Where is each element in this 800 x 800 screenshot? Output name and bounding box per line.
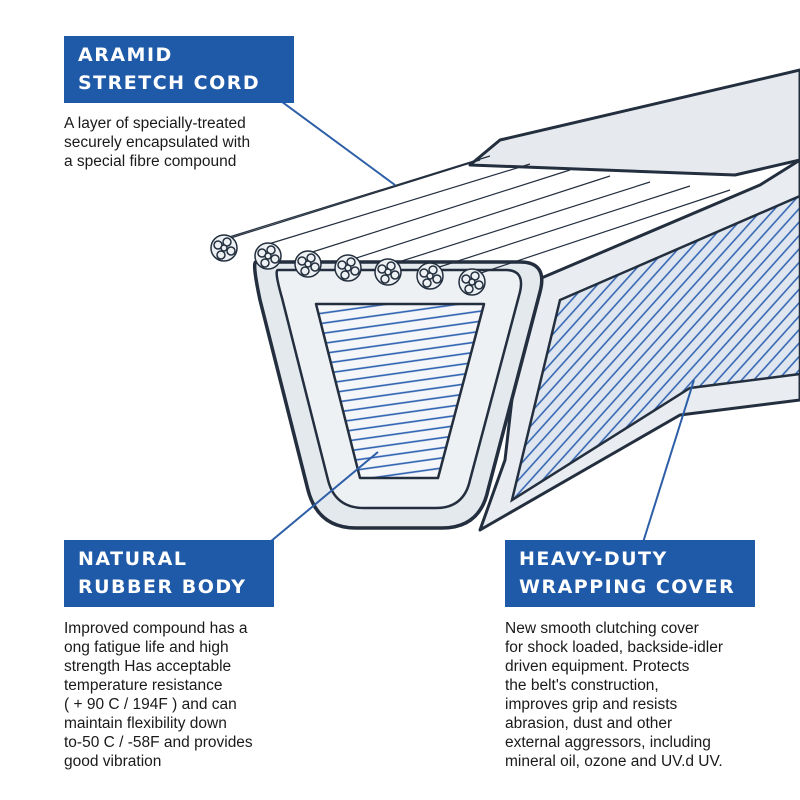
cord-strands-top: [217, 155, 731, 277]
rubber-text-line: ong fatigue life and high: [64, 639, 229, 656]
aramid-text-line: securely encapsulated with: [64, 134, 251, 151]
heavy-duty-wrapping-cover-description: New smooth clutching cover for shock loa…: [505, 619, 723, 771]
aramid-title-line-2: STRETCH CORD: [78, 72, 261, 94]
cord-end-7: [458, 268, 486, 296]
cover-text-line: improves grip and resists: [505, 696, 678, 713]
cover-text-line: the belt's construction,: [505, 677, 659, 694]
rubber-text-line: strength Has acceptable: [64, 658, 232, 675]
rubber-text-line: Improved compound has a: [64, 620, 248, 637]
natural-rubber-body-description: Improved compound has a ong fatigue life…: [64, 619, 253, 771]
cord-end-2: [254, 242, 282, 270]
aramid-stretch-cord-badge: ARAMID STRETCH CORD: [64, 36, 294, 103]
rubber-text-line: ( + 90 C / 194F ) and can: [64, 696, 237, 713]
leader-line-body: [257, 451, 379, 553]
rubber-text-line: to-50 C / -58F and provides: [64, 734, 253, 751]
rubber-title-line-2: RUBBER BODY: [78, 576, 247, 598]
natural-rubber-body-badge: NATURAL RUBBER BODY: [64, 540, 274, 607]
aramid-stretch-cord-description: A layer of specially-treated securely en…: [64, 114, 250, 171]
cover-text-line: mineral oil, ozone and UV.d UV.: [505, 753, 723, 770]
rubber-body-hatch: [314, 302, 486, 480]
heavy-duty-wrapping-cover-badge: HEAVY-DUTY WRAPPING COVER: [505, 540, 755, 607]
cover-text-line: for shock loaded, backside-idler: [505, 639, 723, 656]
cord-end-1: [210, 234, 238, 262]
cord-end-6: [416, 262, 444, 290]
aramid-text-line: a special fibre compound: [64, 153, 237, 170]
cover-title-line-2: WRAPPING COVER: [519, 576, 736, 598]
cover-text-line: New smooth clutching cover: [505, 620, 699, 637]
cover-text-line: abrasion, dust and other: [505, 715, 673, 732]
cover-title-line-1: HEAVY-DUTY: [519, 548, 668, 570]
cord-end-4: [334, 254, 362, 282]
aramid-title-line-1: ARAMID: [78, 44, 173, 66]
aramid-cords: [210, 155, 731, 296]
rubber-title-line-1: NATURAL: [78, 548, 188, 570]
cover-text-line: driven equipment. Protects: [505, 658, 690, 675]
rubber-text-line: maintain flexibility down: [64, 715, 227, 732]
wrapping-cover-hatch: [510, 194, 800, 503]
leader-line-cover: [639, 379, 695, 553]
cord-end-5: [374, 258, 402, 286]
belt-top-surface: [468, 68, 800, 177]
rubber-text-line: good vibration: [64, 753, 162, 770]
cord-end-3: [294, 250, 322, 278]
rubber-text-line: temperature resistance: [64, 677, 223, 694]
cover-text-line: external aggressors, including: [505, 734, 711, 751]
aramid-text-line: A layer of specially-treated: [64, 115, 246, 132]
